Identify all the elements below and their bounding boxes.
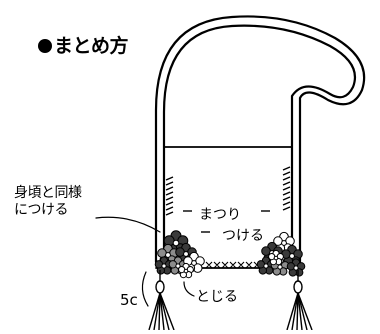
flower-cluster-right [256, 231, 306, 277]
close-leader [183, 281, 195, 297]
handle-inner-line [162, 24, 357, 264]
tassel-left [148, 270, 175, 331]
callout-line-1: 身頃と同様 [14, 185, 82, 201]
hem-stitches-right [282, 166, 291, 211]
hem-label-1: まつり [199, 207, 241, 223]
flower-icon [178, 262, 194, 279]
measure-label: 5c [120, 291, 138, 309]
title-text: まとめ方 [54, 35, 129, 57]
hem-stitches-left [165, 176, 174, 216]
hem-dashes [183, 210, 270, 233]
measure-bracket [141, 271, 149, 307]
callout-attach: 身頃と同様 につける [14, 185, 82, 219]
close-label: とじる [196, 289, 238, 305]
flower-icon [268, 249, 284, 266]
hem-label-2: つける [222, 228, 264, 244]
callout-line-2: につける [14, 202, 68, 218]
handle-outer-line [154, 15, 366, 264]
tassel-right [286, 270, 313, 331]
page-title: まとめ方 [38, 35, 129, 57]
flower-icon [154, 256, 174, 275]
callout-leader [95, 216, 161, 233]
flower-cluster-left [154, 230, 205, 279]
bullet-icon [38, 39, 52, 53]
